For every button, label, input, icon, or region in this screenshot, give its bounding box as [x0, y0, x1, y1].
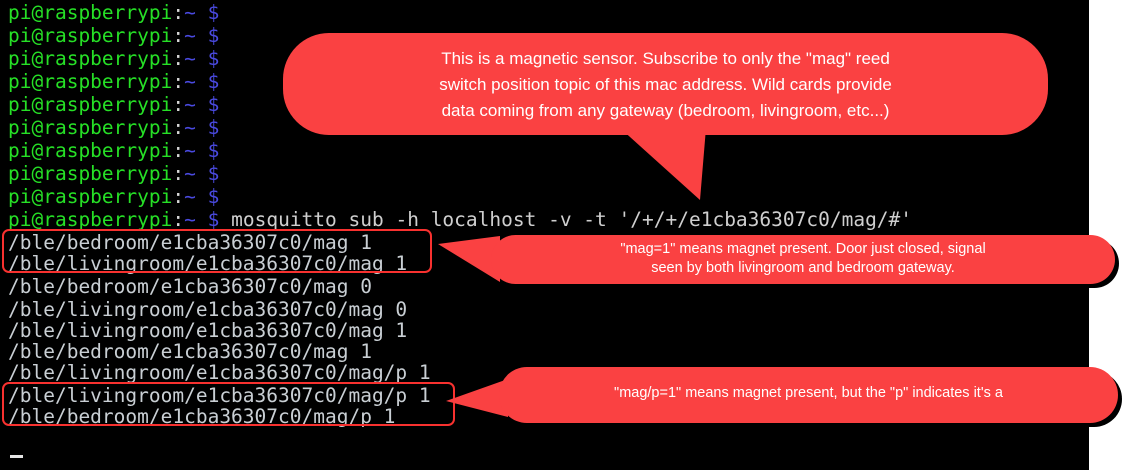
prompt-sigil: $: [195, 1, 220, 24]
prompt-user-host: pi@raspberrypi: [8, 93, 173, 116]
callout-3-text: "mag/p=1" means magnet present, but the …: [614, 385, 1003, 401]
terminal-prompt-line: pi@raspberrypi:~ $: [8, 48, 219, 69]
terminal-prompt-line: pi@raspberrypi:~ $: [8, 94, 219, 115]
callout-1-tail-icon: [620, 128, 706, 200]
terminal-prompt-line: pi@raspberrypi:~ $: [8, 71, 219, 92]
prompt-colon: :: [172, 116, 185, 139]
prompt-colon: :: [172, 139, 185, 162]
terminal-output-line: /ble/bedroom/e1cba36307c0/mag/p 1: [8, 405, 396, 428]
prompt-user-host: pi@raspberrypi: [8, 70, 173, 93]
callout-2-tail-icon: [438, 236, 500, 282]
prompt-user-host: pi@raspberrypi: [8, 162, 173, 185]
prompt-sigil: $: [195, 93, 220, 116]
prompt-sigil: $: [195, 208, 232, 231]
terminal-output-line: /ble/livingroom/e1cba36307c0/mag/p 1: [8, 361, 431, 384]
prompt-path: ~: [184, 47, 196, 70]
prompt-sigil: $: [195, 24, 220, 47]
prompt-user-host: pi@raspberrypi: [8, 208, 173, 231]
terminal-prompt-line: pi@raspberrypi:~ $: [8, 25, 219, 46]
prompt-colon: :: [172, 208, 185, 231]
mosquitto-sub-command: mosquitto_sub -h localhost -v -t '/+/+/e…: [231, 208, 913, 231]
prompt-path: ~: [184, 208, 196, 231]
prompt-sigil: $: [195, 116, 220, 139]
terminal-prompt-line: pi@raspberrypi:~ $: [8, 186, 219, 207]
callout-3-tail-icon: [446, 379, 508, 417]
prompt-user-host: pi@raspberrypi: [8, 24, 173, 47]
prompt-colon: :: [172, 70, 185, 93]
prompt-colon: :: [172, 162, 185, 185]
terminal-cursor: [10, 455, 23, 458]
prompt-path: ~: [184, 162, 196, 185]
prompt-path: ~: [184, 24, 196, 47]
prompt-sigil: $: [195, 139, 220, 162]
terminal-output-line: /ble/bedroom/e1cba36307c0/mag 1: [8, 231, 372, 254]
callout-bubble-subscribe-explanation: This is a magnetic sensor. Subscribe to …: [283, 33, 1048, 135]
prompt-sigil: $: [195, 70, 220, 93]
prompt-path: ~: [184, 93, 196, 116]
prompt-sigil: $: [195, 47, 220, 70]
terminal-command-line: pi@raspberrypi:~ $ mosquitto_sub -h loca…: [8, 209, 912, 230]
terminal-output-line: /ble/bedroom/e1cba36307c0/mag 1: [8, 340, 372, 363]
prompt-path: ~: [184, 185, 196, 208]
prompt-path: ~: [184, 70, 196, 93]
terminal-prompt-line: pi@raspberrypi:~ $: [8, 163, 219, 184]
callout-2-text: "mag=1" means magnet present. Door just …: [620, 241, 986, 276]
highlight-box-mag-p-lines: [2, 382, 455, 426]
prompt-colon: :: [172, 93, 185, 116]
terminal-prompt-line: pi@raspberrypi:~ $: [8, 2, 219, 23]
terminal-output-line: /ble/livingroom/e1cba36307c0/mag/p 1: [8, 384, 431, 407]
callout-1-text: This is a magnetic sensor. Subscribe to …: [439, 49, 892, 120]
callout-bubble-mag-p-explanation: "mag/p=1" means magnet present, but the …: [499, 367, 1118, 423]
terminal-prompt-line: pi@raspberrypi:~ $: [8, 140, 219, 161]
prompt-sigil: $: [195, 162, 220, 185]
terminal-output-line: /ble/livingroom/e1cba36307c0/mag 1: [8, 319, 408, 342]
prompt-colon: :: [172, 47, 185, 70]
prompt-user-host: pi@raspberrypi: [8, 1, 173, 24]
terminal-output-line: /ble/bedroom/e1cba36307c0/mag 0: [8, 275, 372, 298]
prompt-colon: :: [172, 1, 185, 24]
terminal-output-line: /ble/livingroom/e1cba36307c0/mag 0: [8, 298, 408, 321]
terminal-prompt-line: pi@raspberrypi:~ $: [8, 117, 219, 138]
prompt-user-host: pi@raspberrypi: [8, 185, 173, 208]
prompt-path: ~: [184, 1, 196, 24]
prompt-colon: :: [172, 185, 185, 208]
highlight-box-mag-lines: [2, 229, 432, 273]
prompt-user-host: pi@raspberrypi: [8, 116, 173, 139]
prompt-path: ~: [184, 116, 196, 139]
prompt-path: ~: [184, 139, 196, 162]
prompt-user-host: pi@raspberrypi: [8, 47, 173, 70]
prompt-user-host: pi@raspberrypi: [8, 139, 173, 162]
callout-bubble-mag-equals-one: "mag=1" means magnet present. Door just …: [491, 235, 1115, 284]
terminal-output-line: /ble/livingroom/e1cba36307c0/mag 1: [8, 252, 408, 275]
prompt-sigil: $: [195, 185, 220, 208]
prompt-colon: :: [172, 24, 185, 47]
